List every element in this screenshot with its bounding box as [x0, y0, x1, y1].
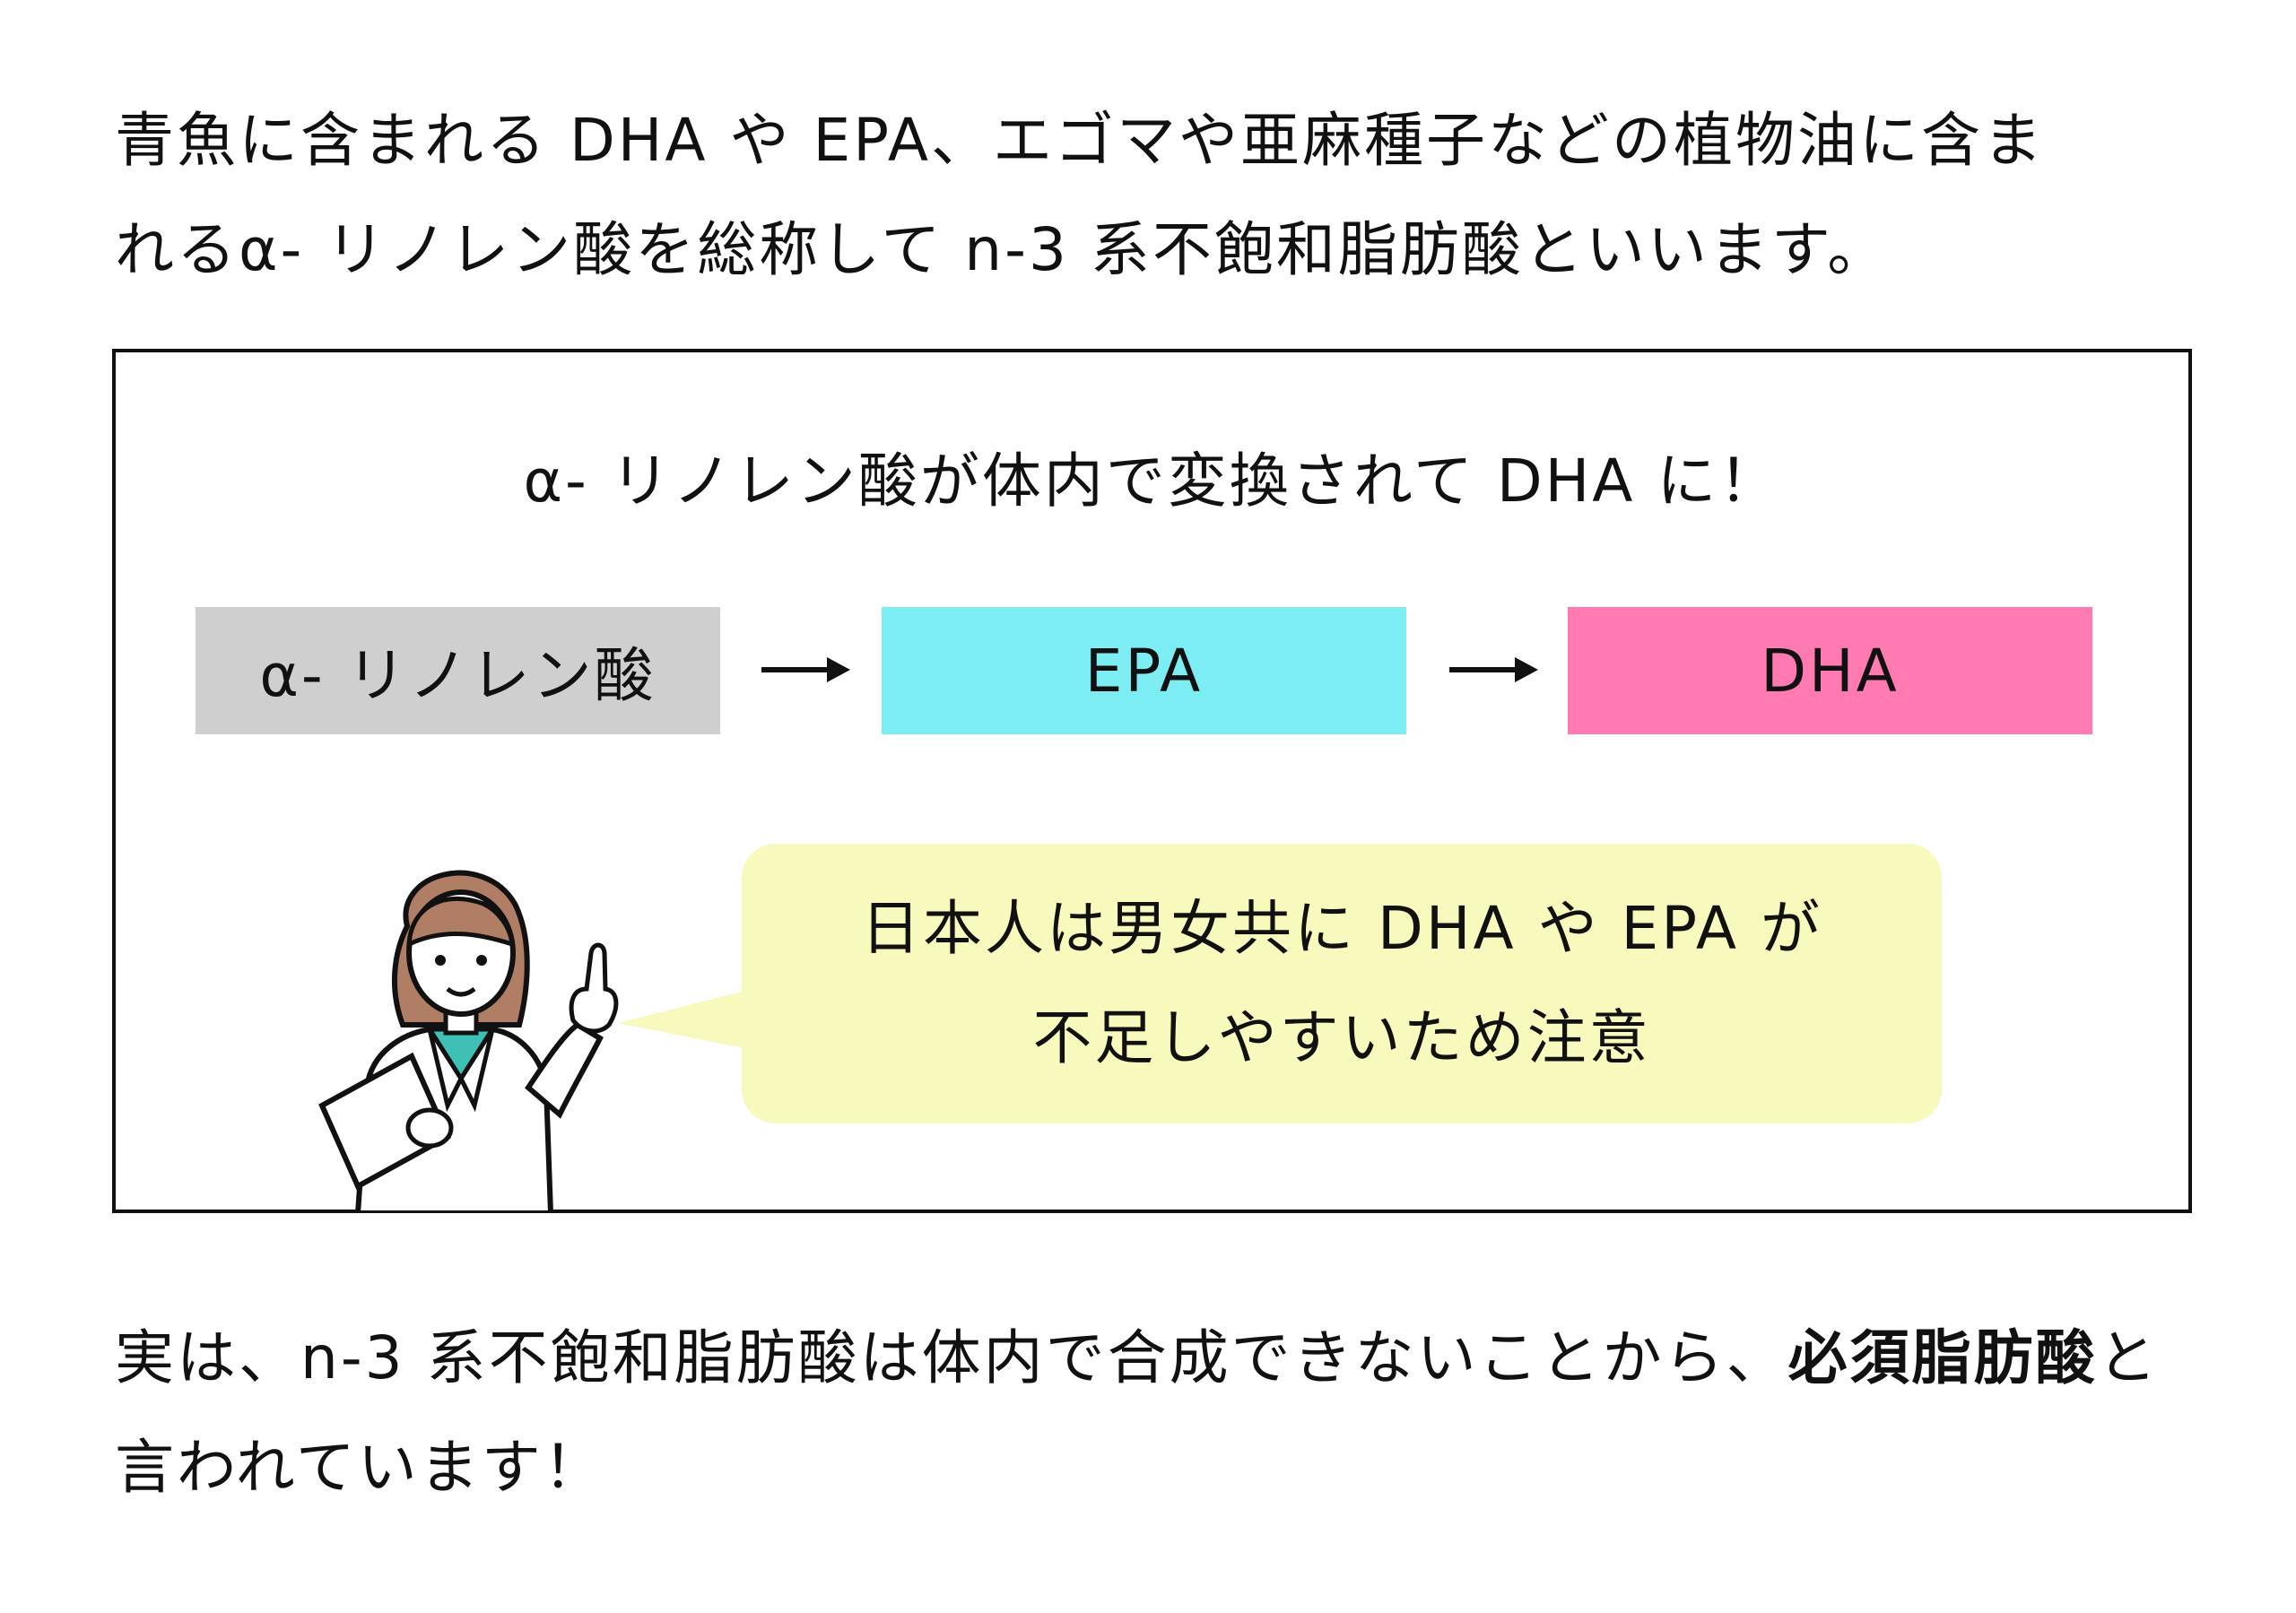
flow-box-label: α- リノレン酸: [259, 641, 657, 710]
conclusion-text: 実は、n-3 系不飽和脂肪酸は体内で合成できないことから、: [115, 1323, 1788, 1392]
conversion-panel: α- リノレン酸が体内で変換されて DHA に！ α- リノレン酸 EPA DH…: [112, 349, 2192, 1213]
flow-box-epa: EPA: [882, 607, 1406, 734]
speech-bubble: 日本人は男女共に DHA や EPA が 不足しやすいため注意: [742, 844, 1942, 1123]
panel-title: α- リノレン酸が体内で変換されて DHA に！: [523, 447, 1781, 516]
flow-box-alpha-linolenic: α- リノレン酸: [196, 607, 720, 734]
arrow-right-icon: [761, 657, 850, 682]
speech-bubble-tail: [618, 989, 752, 1050]
conclusion-bold: 必須脂肪酸: [1787, 1323, 2098, 1392]
bubble-line-1: 日本人は男女共に DHA や EPA が: [861, 894, 1822, 963]
intro-paragraph: 青魚に含まれる DHA や EPA、エゴマや亜麻種子などの植物油に含ま れるα-…: [115, 86, 2205, 305]
arrow-right-icon: [1449, 657, 1538, 682]
doctor-illustration-icon: [318, 870, 619, 1213]
flow-box-dha: DHA: [1568, 607, 2092, 734]
conclusion-tail: と言われています！: [115, 1323, 2160, 1502]
bubble-line-2: 不足しやすいため注意: [1032, 1003, 1651, 1072]
flow-box-label: DHA: [1761, 636, 1900, 706]
flow-box-label: EPA: [1084, 636, 1204, 706]
intro-line-1: 青魚に含まれる DHA や EPA、エゴマや亜麻種子などの植物油に含ま: [115, 106, 2045, 175]
conclusion-paragraph: 実は、n-3 系不飽和脂肪酸は体内で合成できないことから、必須脂肪酸と言われてい…: [115, 1304, 2205, 1522]
intro-line-2: れるα- リノレン酸を総称して n-3 系不飽和脂肪酸といいます。: [115, 215, 1890, 284]
